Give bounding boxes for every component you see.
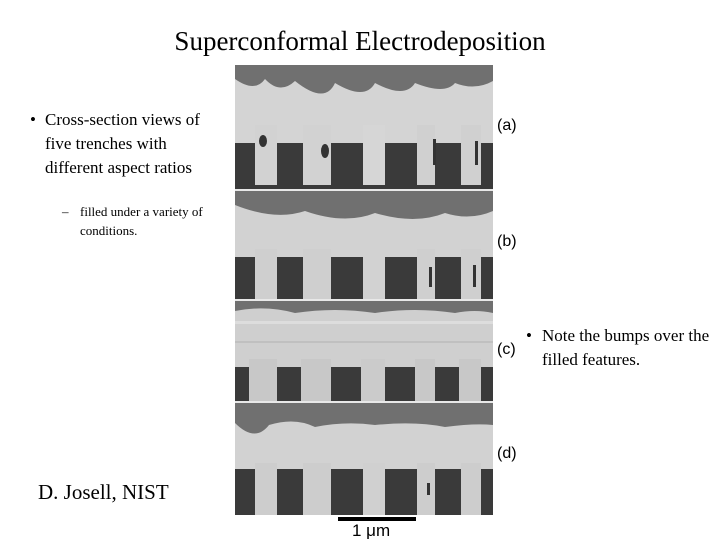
sub-bullet-symbol: – xyxy=(62,204,69,219)
sem-panel-c xyxy=(235,301,493,401)
bullet-symbol: • xyxy=(526,326,532,345)
panel-label-b: (b) xyxy=(497,233,517,250)
sem-image-a xyxy=(235,65,493,189)
scale-bar-label: 1 μm xyxy=(352,521,391,540)
panel-label-d: (d) xyxy=(497,445,517,462)
sem-micrograph-stack xyxy=(235,65,493,515)
slide-title: Superconformal Electrodeposition xyxy=(174,26,546,56)
sem-image-b xyxy=(235,191,493,299)
panel-label-c: (c) xyxy=(497,341,516,358)
bullet-cross-section: • Cross-section views of five trenches w… xyxy=(30,108,220,180)
bullet-bumps-note: • Note the bumps over the filled feature… xyxy=(526,324,718,372)
bullet-symbol: • xyxy=(30,110,36,129)
sem-image-d xyxy=(235,403,493,515)
bullet-text: Cross-section views of five trenches wit… xyxy=(45,110,200,177)
sem-image-c xyxy=(235,301,493,401)
panel-separator xyxy=(235,299,493,301)
sem-panel-a xyxy=(235,65,493,189)
scale-bar xyxy=(338,517,416,521)
sem-panel-b xyxy=(235,191,493,299)
panel-label-a: (a) xyxy=(497,117,517,134)
bullet-text: Note the bumps over the filled features. xyxy=(542,326,710,369)
panel-separator xyxy=(235,401,493,403)
sub-bullet-text: filled under a variety of conditions. xyxy=(80,204,203,238)
sub-bullet-conditions: – filled under a variety of conditions. xyxy=(62,202,232,240)
sem-panel-d xyxy=(235,403,493,515)
panel-separator xyxy=(235,189,493,191)
author-credit: D. Josell, NIST xyxy=(38,480,169,504)
